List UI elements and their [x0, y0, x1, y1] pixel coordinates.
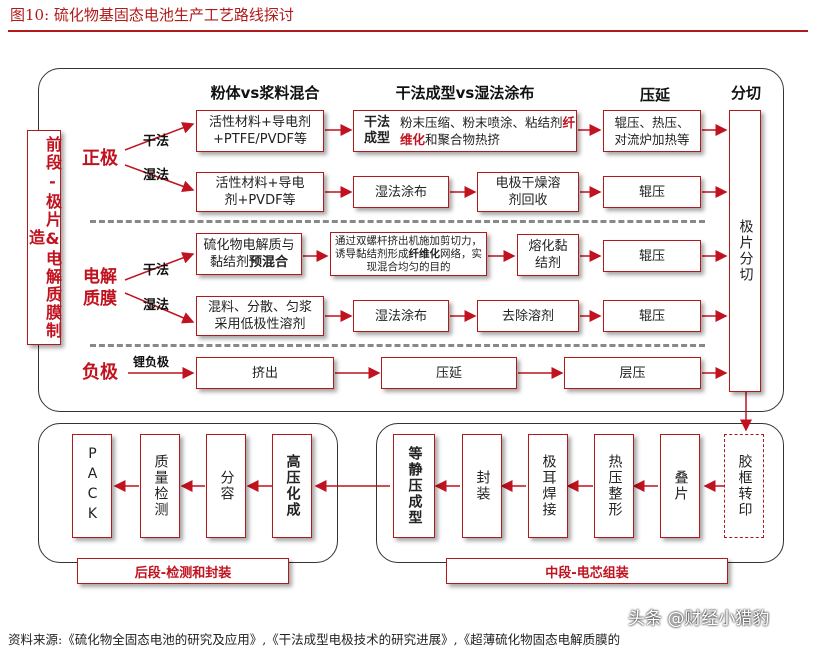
- electrolyte-dry-forming-pre: 通过双螺杆挤出机施加剪切力，诱导黏结剂形成: [335, 234, 482, 260]
- anode-press-box: 压延: [381, 357, 517, 389]
- anode-extrude-box: 挤出: [196, 357, 334, 389]
- electrolyte-wet-press-box: 辊压: [603, 300, 701, 332]
- cathode-dry-press-box: 辊压、热压、对流炉加热等: [603, 110, 701, 152]
- header-mixing: 粉体vs浆料混合: [210, 84, 320, 102]
- fibrillation-highlight: 纤维化: [400, 115, 576, 147]
- cathode-dry-forming-box: 干法成型 粉末压缩、粉末喷涂、粘结剂纤维化和聚合物热挤: [353, 110, 577, 152]
- electrolyte-dry-forming-post: 网络，实现混合均匀的目的: [366, 247, 483, 273]
- cathode-label: 正极: [82, 148, 118, 169]
- isostatic-press-box: 等静压成型: [393, 434, 435, 538]
- cathode-dry-forming-text: 粉末压缩、粉末喷涂、粘结剂纤维化和聚合物热挤: [394, 114, 576, 148]
- electrolyte-dry-mix-pre: 硫化物电解质与黏结剂: [203, 238, 295, 270]
- back-section-label: 后段-检测和封装: [77, 558, 289, 584]
- header-press: 压延: [639, 86, 670, 104]
- cathode-dry-forming-post: 和聚合物热挤: [425, 132, 501, 147]
- dry-forming-tag: 干法成型: [363, 115, 390, 146]
- high-pressure-formation-box: 高压化成: [272, 434, 312, 538]
- cathode-dry-mix-box: 活性材料+导电剂+PTFE/PVDF等: [196, 110, 324, 152]
- electrolyte-dry-mix-box: 硫化物电解质与黏结剂预混合: [196, 233, 302, 275]
- cathode-dry-label: 干法: [143, 134, 170, 149]
- hot-press-box: 热压整形: [594, 434, 634, 538]
- cathode-wet-coat-box: 湿法涂布: [353, 176, 449, 208]
- premix-highlight: 预混合: [249, 255, 289, 270]
- divider-dash-1: [90, 220, 705, 223]
- electrolyte-melt-binder-box: 熔化黏结剂: [517, 234, 579, 276]
- source-note: 资料来源:《硫化物全固态电池的研究及应用》,《干法成型电极技术的研究进展》,《超…: [8, 632, 621, 647]
- slitting-box: 极片分切: [729, 110, 761, 392]
- anode-laminate-box: 层压: [564, 357, 701, 389]
- cathode-wet-label: 湿法: [143, 168, 170, 183]
- stacking-box: 叠片: [660, 434, 700, 538]
- header-cut: 分切: [730, 84, 761, 102]
- quality-inspection-box: 质量检测: [140, 434, 180, 538]
- electrolyte-label: 电解质膜: [83, 267, 117, 309]
- electrolyte-wet-mix-box: 混料、分散、匀浆采用低极性溶剂: [196, 296, 324, 336]
- figure-title: 图10: 硫化物基固态电池生产工艺路线探讨: [10, 6, 294, 24]
- frame-transfer-box: 胶框转印: [724, 434, 764, 538]
- electrolyte-dry-mix-text: 硫化物电解质与黏结剂预混合: [201, 237, 297, 271]
- electrolyte-remove-solvent-box: 去除溶剂: [477, 300, 579, 332]
- pack-box: PACK: [72, 434, 112, 538]
- title-divider: [8, 30, 808, 32]
- divider-dash-2: [90, 344, 705, 347]
- front-section-label: 前段-极片&电解质膜制造: [26, 130, 62, 345]
- electrolyte-dry-label: 干法: [143, 263, 170, 278]
- tab-welding-box: 极耳焊接: [528, 434, 568, 538]
- anode-label: 负极: [82, 362, 118, 383]
- cathode-wet-mix-box: 活性材料+导电剂+PVDF等: [196, 172, 324, 212]
- cathode-dry-solvent-box: 电极干燥溶剂回收: [477, 172, 579, 212]
- middle-section-label: 中段-电芯组装: [446, 558, 728, 584]
- sealing-box: 封装: [462, 434, 502, 538]
- electrolyte-fibrillation-highlight: 纤维化: [408, 247, 441, 260]
- electrolyte-dry-forming-text: 通过双螺杆挤出机施加剪切力，诱导黏结剂形成纤维化网络，实现混合均匀的目的: [335, 235, 482, 274]
- cathode-dry-forming-pre: 粉末压缩、粉末喷涂、粘结剂: [400, 115, 563, 130]
- electrolyte-dry-press-box: 辊压: [603, 240, 701, 272]
- anode-lithium-label: 锂负极: [133, 355, 170, 369]
- watermark: 头条 @财经小猎豹: [628, 609, 770, 629]
- electrolyte-dry-forming-box: 通过双螺杆挤出机施加剪切力，诱导黏结剂形成纤维化网络，实现混合均匀的目的: [330, 232, 487, 276]
- electrolyte-wet-label: 湿法: [143, 298, 170, 313]
- header-forming: 干法成型vs湿法涂布: [395, 84, 535, 102]
- grading-box: 分容: [206, 434, 246, 538]
- electrolyte-wet-coat-box: 湿法涂布: [353, 300, 449, 332]
- cathode-wet-press-box: 辊压: [603, 176, 701, 208]
